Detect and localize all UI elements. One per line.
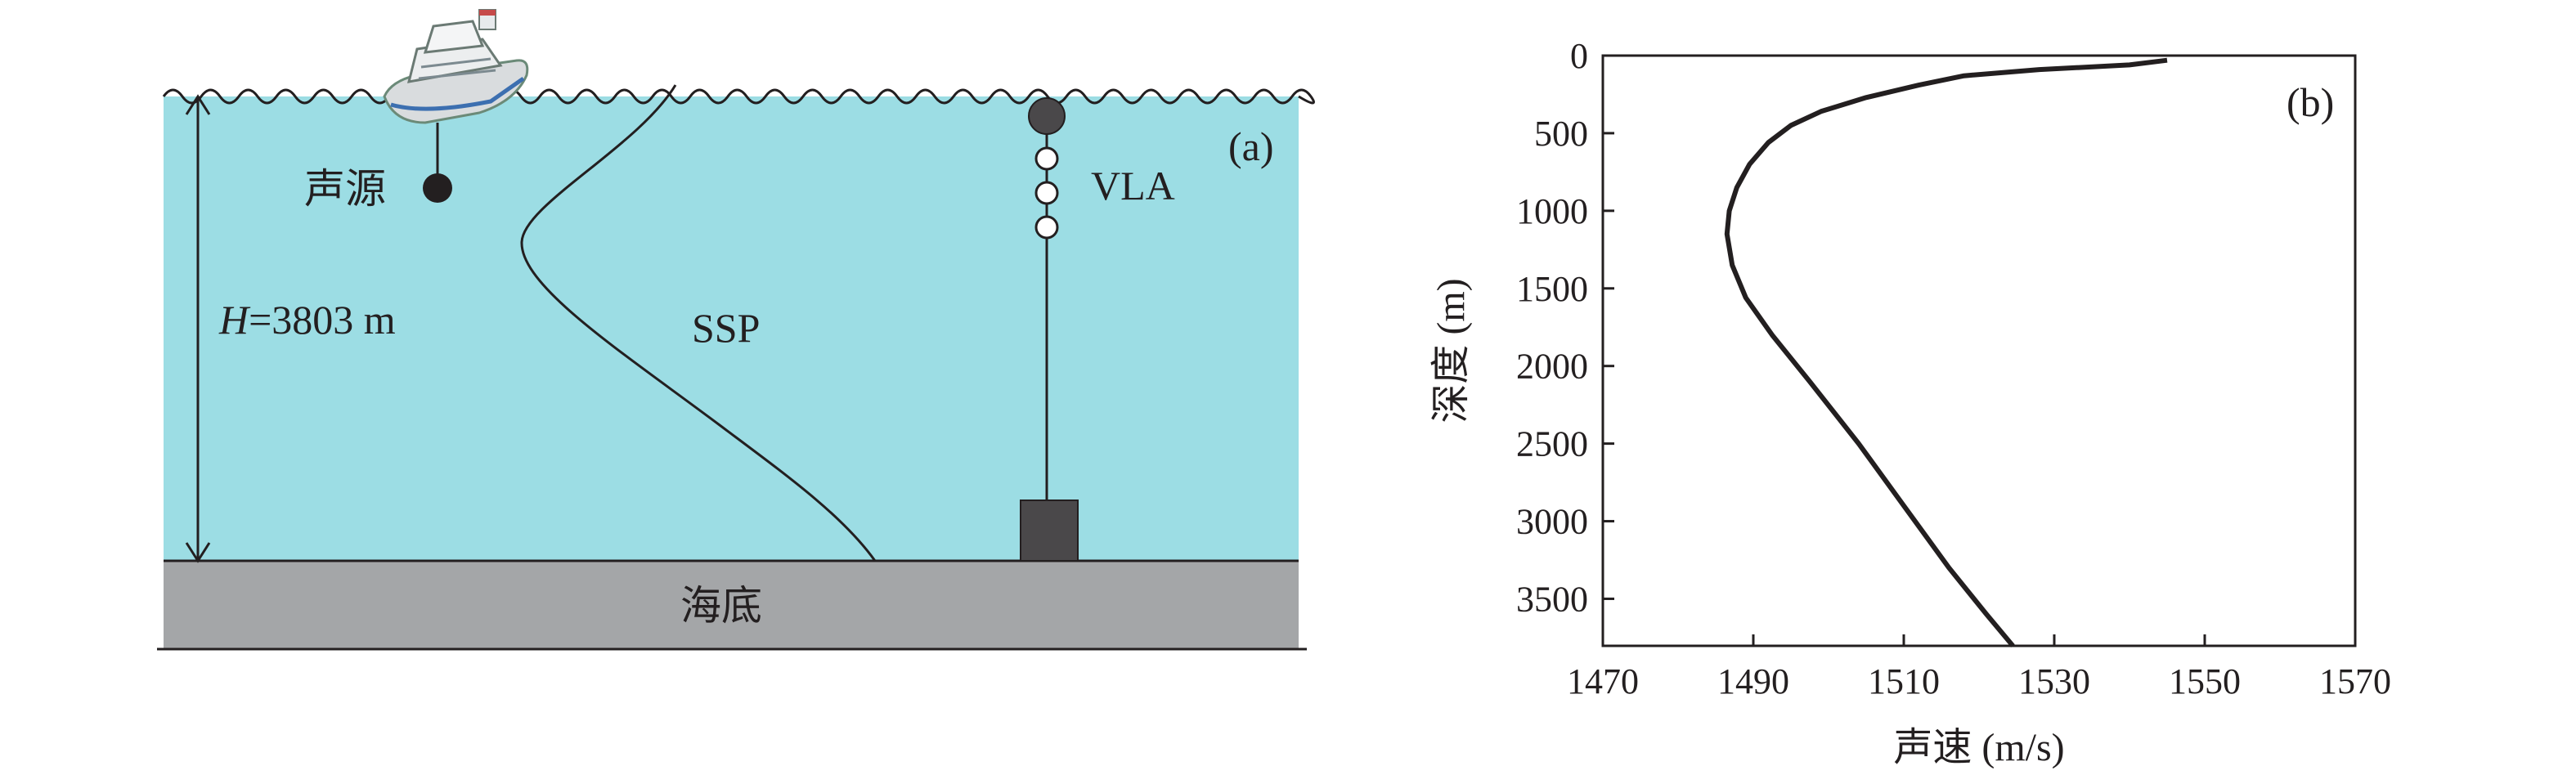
x-tick-label: 1470 <box>1567 661 1639 701</box>
source-node <box>423 173 452 203</box>
x-tick-label: 1530 <box>2018 661 2090 701</box>
y-tick-label: 3500 <box>1516 579 1588 619</box>
y-tick-label: 2500 <box>1516 424 1588 464</box>
y-tick-label: 2000 <box>1516 347 1588 387</box>
y-tick-label: 1500 <box>1516 269 1588 309</box>
depth-arrow-head-top <box>185 94 211 115</box>
panel-b-chart: 1470 1490 1510 1530 1550 1570 0 500 1000 1500 200… <box>1429 36 2391 769</box>
vla-buoy <box>1028 97 1066 135</box>
y-tick-label: 500 <box>1534 114 1588 154</box>
vla-hydrophone-1 <box>1034 146 1059 171</box>
vla-anchor <box>1020 499 1079 562</box>
y-tick-label: 0 <box>1570 36 1588 76</box>
depth-label-symbol: H <box>218 297 251 343</box>
depth-label-value: =3803 m <box>249 297 396 343</box>
water-column <box>164 96 1299 561</box>
ssp-curve <box>520 84 877 562</box>
source-label: 声源 <box>304 166 386 212</box>
depth-arrow-head-bottom <box>185 542 211 563</box>
x-tick-label: 1510 <box>1868 661 1940 701</box>
seabed-layer <box>164 561 1299 649</box>
x-tick-label: 1550 <box>2169 661 2241 701</box>
y-axis-ticks: 0 500 1000 1500 2000 2500 3000 3500 <box>1516 36 1614 619</box>
sea-surface-wave <box>162 88 1315 105</box>
plot-frame <box>1601 54 2357 647</box>
panel-a-label: (a) <box>1228 123 1274 169</box>
panel-a-schematic: 海底 声源 H=3803 m SSP <box>157 9 1315 651</box>
depth-label: H=3803 m <box>218 297 396 343</box>
panel-b-label: (b) <box>2287 79 2334 125</box>
x-tick-label: 1570 <box>2319 661 2391 701</box>
y-tick-label: 3000 <box>1516 502 1588 542</box>
ssp-label: SSP <box>692 305 760 351</box>
ship-icon <box>383 9 529 124</box>
x-tick-label: 1490 <box>1717 661 1789 701</box>
x-axis-ticks: 1470 1490 1510 1530 1550 1570 <box>1567 634 2391 701</box>
vla-label: VLA <box>1091 163 1175 208</box>
vla-hydrophone-3 <box>1034 215 1059 240</box>
y-axis-title: 深度 (m) <box>1429 278 1473 423</box>
y-tick-label: 1000 <box>1516 191 1588 231</box>
x-axis-title: 声速 (m/s) <box>1893 726 2064 769</box>
seabed-label: 海底 <box>680 583 762 629</box>
vla-hydrophone-2 <box>1034 181 1059 205</box>
sound-speed-profile-line <box>1724 57 2168 647</box>
